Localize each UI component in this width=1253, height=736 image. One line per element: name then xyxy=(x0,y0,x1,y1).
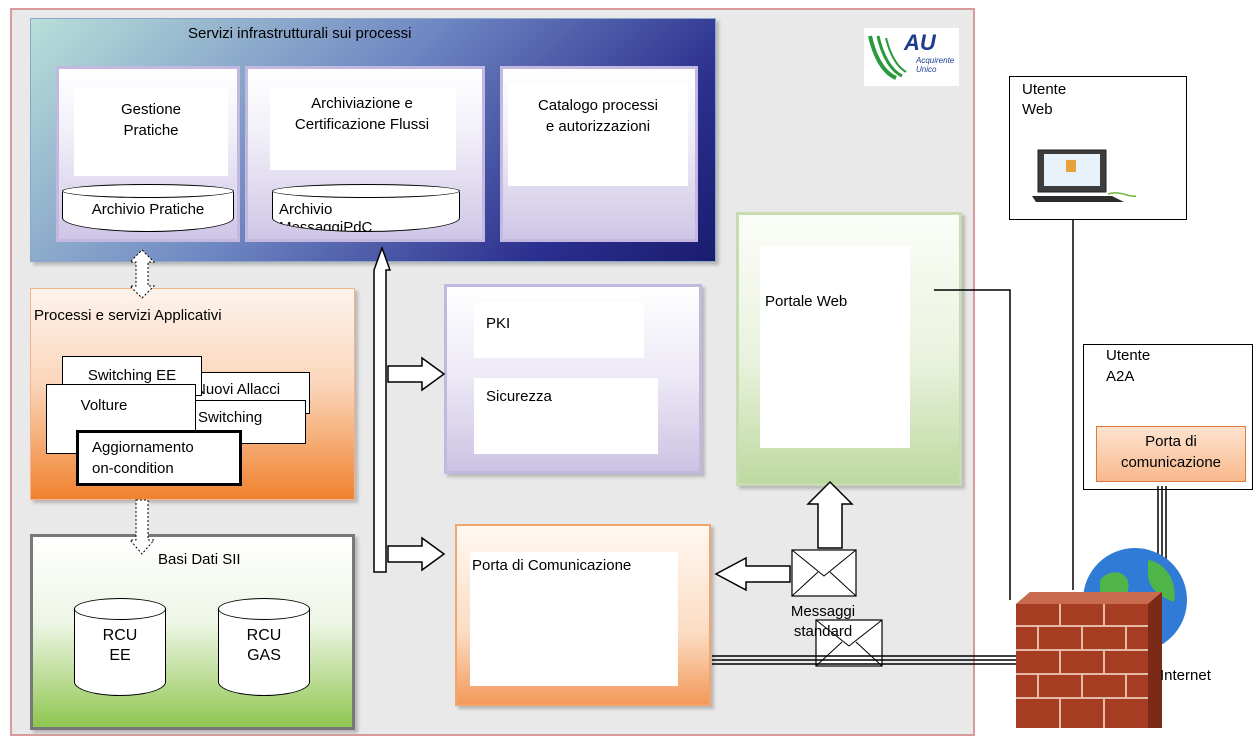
dotted-arrow-services-processi xyxy=(128,249,156,299)
archivio-pratiche-cylinder xyxy=(62,192,234,232)
archivio-messaggi-cylinder: Archivio MessaggiPdC xyxy=(272,192,460,232)
archivio-messaggi-line1: Archivio xyxy=(279,201,333,218)
gestione-line1: Gestione xyxy=(120,101,182,118)
volture-label: Volture xyxy=(80,397,128,414)
portale-web-box xyxy=(760,246,910,448)
internet-link-lines xyxy=(712,655,1030,665)
porta-a2a-line1: Porta di xyxy=(1145,433,1197,450)
archivio-messaggi-line2: MessaggiPdC xyxy=(279,219,373,232)
aggiornamento-line2: on-condition xyxy=(92,460,174,477)
envelope-icon-internet xyxy=(815,619,883,667)
bus-arrow xyxy=(373,245,392,573)
arrow-messaggi-to-portale xyxy=(806,480,854,549)
switching-ee-label: Switching EE xyxy=(87,367,177,384)
rcu-gas-cylinder-top xyxy=(218,598,310,620)
rcu-ee-line1: RCU xyxy=(102,627,138,644)
archiviazione-line2: Certificazione Flussi xyxy=(294,116,430,133)
arrow-to-porta xyxy=(387,536,446,572)
archivio-messaggi-cylinder-top xyxy=(272,184,460,198)
utente-a2a-line2: A2A xyxy=(1106,368,1135,385)
porta-comunicazione-box xyxy=(470,552,678,686)
archivio-pratiche-cylinder-top xyxy=(62,184,234,198)
aggiornamento-line1: Aggiornamento xyxy=(92,439,194,456)
envelope-icon xyxy=(791,549,857,597)
portale-link-line xyxy=(934,289,1011,600)
portale-web-label: Portale Web xyxy=(765,293,848,310)
rcu-ee-line2: EE xyxy=(109,647,131,664)
catalogo-line2: e autorizzazioni xyxy=(545,118,651,135)
processi-title: Processi e servizi Applicativi xyxy=(34,307,222,324)
catalogo-line1: Catalogo processi xyxy=(537,97,659,114)
nuovi-allacci-label: Nuovi Allacci xyxy=(195,381,281,398)
computer-icon xyxy=(1032,149,1137,202)
porta-comunicazione-label: Porta di Comunicazione xyxy=(472,557,632,574)
utente-web-line2: Web xyxy=(1022,101,1053,118)
archiviazione-box xyxy=(270,88,456,170)
porta-a2a-line2: comunicazione xyxy=(1120,454,1222,471)
utente-web-line1: Utente xyxy=(1022,81,1067,98)
aggiornamento-card xyxy=(76,430,242,486)
gestione-line2: Pratiche xyxy=(123,122,179,139)
logo-swoosh-icon xyxy=(868,35,907,80)
logo-line1: Acquirente xyxy=(916,56,955,65)
arrow-messaggi-to-porta xyxy=(714,556,791,592)
basi-dati-title: Basi Dati SII xyxy=(158,551,241,568)
pki-box xyxy=(474,302,644,358)
dotted-arrow-processi-basi-dati xyxy=(128,499,156,555)
sicurezza-label: Sicurezza xyxy=(486,388,552,405)
messaggi-line2: standard xyxy=(793,623,853,640)
rcu-ee-cylinder xyxy=(74,608,166,696)
firewall-icon xyxy=(1016,592,1162,728)
rcu-gas-cylinder xyxy=(218,608,310,696)
au-logo: AU Acquirente Unico xyxy=(864,28,959,86)
pki-label: PKI xyxy=(486,315,511,332)
messaggi-line1: Messaggi xyxy=(790,603,856,620)
rcu-ee-cylinder-top xyxy=(74,598,166,620)
switching-label: Switching xyxy=(198,409,263,426)
logo-letters: AU xyxy=(904,30,936,55)
logo-line2: Unico xyxy=(916,65,937,74)
utente-a2a-line1: Utente xyxy=(1106,347,1151,364)
arrow-to-pki xyxy=(387,356,446,392)
archiviazione-line1: Archiviazione e xyxy=(311,95,413,112)
porta-a2a-box xyxy=(1096,426,1246,482)
catalogo-box xyxy=(508,84,688,186)
archivio-pratiche-label: Archivio Pratiche xyxy=(91,201,205,218)
rcu-gas-line1: RCU xyxy=(246,627,282,644)
sicurezza-box xyxy=(474,378,658,454)
gestione-pratiche-box xyxy=(74,88,228,176)
internet-label: Internet xyxy=(1160,667,1211,684)
services-title: Servizi infrastrutturali sui processi xyxy=(188,25,412,42)
rcu-gas-line2: GAS xyxy=(247,647,281,664)
